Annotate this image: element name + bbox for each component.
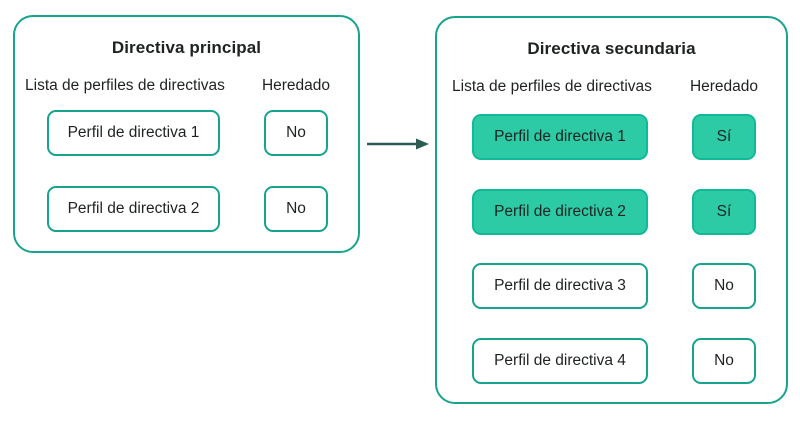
parent-policy-panel: Directiva principal Lista de perfiles de… (13, 15, 360, 253)
profiles-list-header: Lista de perfiles de directivas (452, 78, 652, 95)
inherited-status-box: Sí (692, 189, 756, 235)
profile-box: Perfil de directiva 1 (47, 110, 220, 156)
flow-arrow-icon (367, 138, 429, 150)
inherited-status-box: Sí (692, 114, 756, 160)
profile-row: Perfil de directiva 4 No (437, 338, 786, 384)
profiles-list-header: Lista de perfiles de directivas (25, 77, 225, 94)
profile-row: Perfil de directiva 2 Sí (437, 189, 786, 235)
inherited-status-box: No (264, 186, 328, 232)
inherited-status-box: No (692, 263, 756, 309)
profile-row: Perfil de directiva 1 No (15, 110, 358, 156)
profile-box: Perfil de directiva 4 (472, 338, 648, 384)
profile-box: Perfil de directiva 2 (47, 186, 220, 232)
profile-box: Perfil de directiva 3 (472, 263, 648, 309)
profile-row: Perfil de directiva 3 No (437, 263, 786, 309)
panel-title: Directiva principal (111, 38, 262, 57)
inherited-header: Heredado (261, 77, 331, 94)
inherited-status-box: No (692, 338, 756, 384)
profile-row: Perfil de directiva 1 Sí (437, 114, 786, 160)
secondary-policy-panel: Directiva secundaria Lista de perfiles d… (435, 16, 788, 404)
profile-row: Perfil de directiva 2 No (15, 186, 358, 232)
profile-box: Perfil de directiva 1 (472, 114, 648, 160)
inherited-status-box: No (264, 110, 328, 156)
panel-title: Directiva secundaria (527, 39, 696, 58)
inherited-header: Heredado (689, 78, 759, 95)
profile-box: Perfil de directiva 2 (472, 189, 648, 235)
